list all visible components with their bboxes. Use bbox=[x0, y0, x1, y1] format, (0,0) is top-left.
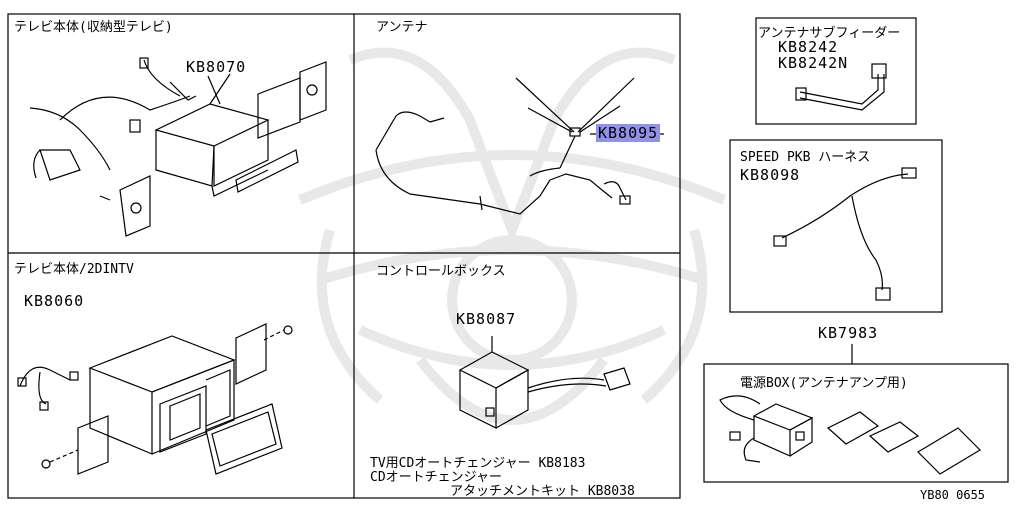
power-box-drawing bbox=[719, 395, 981, 475]
tv-2din-drawing bbox=[17, 323, 293, 475]
power-box-group-part-no: KB7983 bbox=[818, 324, 879, 342]
speed-pkb-harness-box bbox=[729, 139, 943, 313]
antenna-sub-feeder-drawing bbox=[795, 63, 887, 111]
antenna-drawing bbox=[375, 77, 635, 215]
speed-pkb-harness-drawing bbox=[773, 167, 917, 301]
tv-storage-part-no: KB8070 bbox=[186, 58, 247, 76]
tv-storage-unit-drawing bbox=[29, 57, 327, 237]
control-box-note-3: アタッチメントキット KB8038 bbox=[450, 484, 635, 499]
main-frame bbox=[7, 13, 681, 499]
tv-storage-title: テレビ本体(収納型テレビ) bbox=[14, 20, 173, 35]
power-box-title: 電源BOX(アンテナアンプ用) bbox=[740, 376, 908, 391]
control-box-title: コントロールボックス bbox=[376, 264, 506, 279]
control-box-note-2: CDオートチェンジャー bbox=[370, 470, 503, 485]
antenna-sub-feeder-part-no-1: KB8242 bbox=[778, 38, 839, 56]
antenna-sub-feeder-box bbox=[755, 17, 917, 125]
control-box-note-1: TV用CDオートチェンジャー KB8183 bbox=[370, 456, 586, 471]
antenna-part-no: KB8095 bbox=[596, 124, 661, 142]
control-box-drawing bbox=[458, 336, 631, 429]
power-box-box bbox=[703, 363, 1009, 483]
tv-2din-part-no: KB8060 bbox=[24, 292, 85, 310]
antenna-title: アンテナ bbox=[376, 20, 428, 35]
control-box-part-no: KB8087 bbox=[456, 310, 517, 328]
speed-pkb-harness-title: SPEED PKB ハーネス bbox=[740, 150, 871, 165]
tv-2din-title: テレビ本体/2DINTV bbox=[14, 262, 134, 277]
speed-pkb-harness-part-no: KB8098 bbox=[740, 166, 801, 184]
antenna-sub-feeder-part-no-2: KB8242N bbox=[778, 54, 849, 72]
diagram-id: YB80 0655 bbox=[920, 488, 986, 502]
antenna-sub-feeder-title: アンテナサブフィーダー bbox=[758, 26, 901, 41]
